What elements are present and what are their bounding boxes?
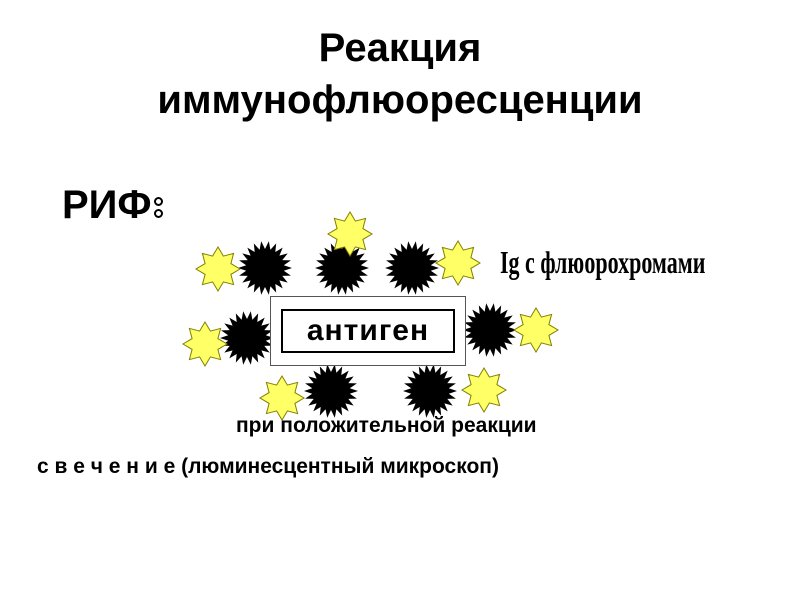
fluorochrome-icon [435, 240, 481, 286]
antibody-icon [220, 311, 274, 365]
title-line-1: Реакция [318, 26, 482, 70]
antibody-icon [463, 303, 517, 357]
antibody-icon [403, 364, 457, 418]
antibody-icon [304, 364, 358, 418]
antibody-icon [385, 241, 439, 295]
fluorochrome-icon [513, 307, 559, 353]
glow-caption: с в е ч е н и е (люминесцентный микроско… [37, 455, 499, 478]
antibody-icon [315, 241, 369, 295]
fluorochrome-icon [461, 367, 507, 413]
colon-icon [152, 190, 166, 220]
fluorochrome-icon [195, 246, 241, 292]
abbreviation-heading: РИФ [62, 182, 166, 228]
ig-fluorochrome-label: Ig с флюорохромами [500, 244, 706, 281]
abbreviation-text: РИФ [62, 183, 152, 227]
fluorochrome-icon [259, 375, 305, 421]
positive-reaction-caption: при положительной реакции [236, 414, 537, 437]
antibody-icon [238, 241, 292, 295]
page-title: Реакция иммунофлюоресценции [0, 22, 800, 126]
fluorochrome-icon [182, 321, 228, 367]
antigen-label: антиген [281, 309, 455, 353]
fluorochrome-icon [327, 211, 373, 257]
title-line-2: иммунофлюоресценции [157, 78, 643, 122]
